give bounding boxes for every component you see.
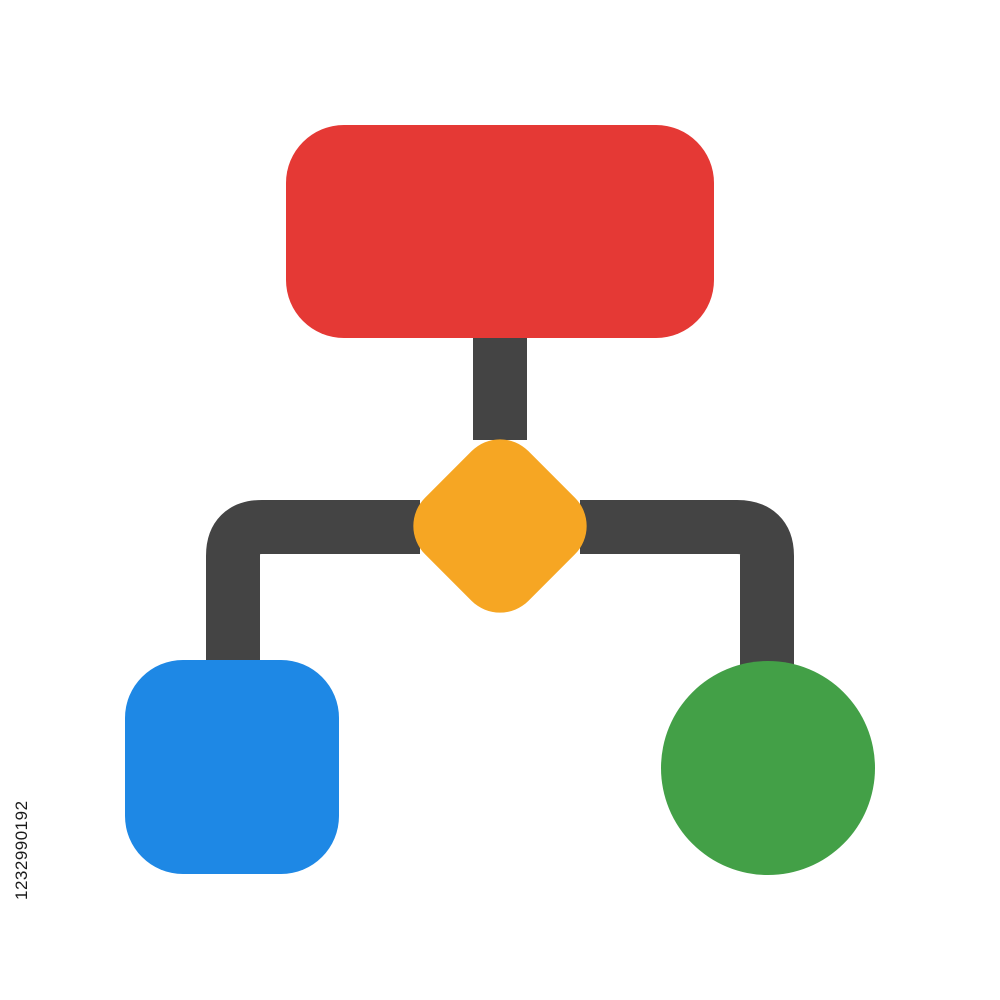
stock-id-label: 1232990192 (12, 800, 31, 900)
connector-decision-to-right (580, 500, 794, 672)
left-process-node (125, 660, 339, 874)
terminal-node (661, 661, 875, 875)
connectors (206, 330, 794, 672)
connector-decision-to-left (206, 500, 420, 672)
connector-top-to-decision (473, 330, 527, 440)
decision-node (413, 439, 587, 613)
top-process-node (286, 125, 714, 338)
